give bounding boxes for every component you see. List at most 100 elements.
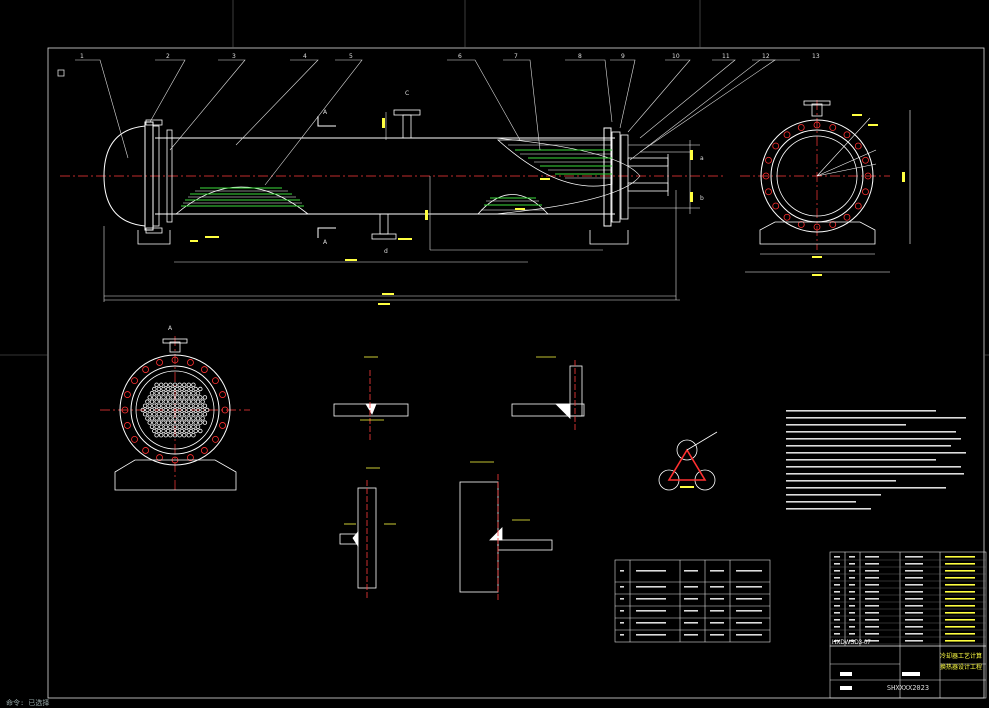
parts-row-text: [849, 598, 855, 600]
tube-hole: [191, 424, 196, 429]
callout-leaders: [75, 59, 800, 186]
nozzle-table-text: [620, 570, 762, 636]
tube-hole: [184, 386, 189, 392]
table-cell-text: [710, 586, 724, 588]
tube-hole: [156, 412, 162, 417]
parts-row-text: [865, 584, 879, 586]
table-cell-text: [636, 598, 666, 600]
tube-hole: [200, 399, 205, 404]
parts-row-text: [945, 633, 975, 635]
tube-hole: [170, 412, 175, 417]
tube-hole: [156, 420, 162, 425]
weld-detail-1[interactable]: [333, 356, 409, 440]
weld-detail-4[interactable]: [459, 461, 553, 600]
title-block[interactable]: [829, 645, 987, 699]
tube-hole: [163, 416, 168, 421]
parts-row-text: [849, 640, 855, 642]
parts-row-text: [945, 605, 975, 607]
tube-hole: [158, 433, 164, 438]
tube-hole: [154, 399, 159, 404]
parts-row-text: [834, 640, 840, 642]
parts-row-text: [905, 563, 923, 565]
tube-hole: [149, 399, 155, 404]
reference-square: [57, 69, 65, 77]
parts-row-text: [905, 584, 923, 586]
left-head: [103, 125, 146, 227]
nozzle-c: [402, 114, 412, 139]
tube-hole: [193, 403, 198, 408]
weld-detail-3[interactable]: [339, 467, 396, 600]
flange-bolt-hole: [854, 142, 862, 150]
section-label-bottom: A: [323, 239, 328, 246]
flange-bolt-hole: [219, 391, 226, 398]
tube-hole: [191, 391, 196, 396]
tube-hole: [188, 386, 194, 392]
parts-row-text: [849, 605, 855, 607]
tube-hole: [195, 416, 201, 421]
table-cell-text: [736, 586, 762, 588]
flange-bolt-hole: [200, 366, 208, 373]
parts-row-text: [945, 640, 975, 642]
table-cell-text: [620, 586, 624, 588]
tube-hole: [204, 407, 210, 413]
flange-bolt-hole: [829, 124, 837, 131]
tube-hole: [154, 424, 159, 429]
callout-2: 2: [166, 53, 170, 60]
table-cell-text: [620, 610, 624, 612]
parts-row-text: [834, 570, 840, 572]
callout-9: 9: [621, 53, 625, 60]
drawing-border: [47, 47, 985, 699]
flange-bolt-hole: [797, 221, 805, 228]
tube-lines-left-b: [183, 190, 302, 204]
tube-hole: [177, 407, 182, 413]
callout-11: 11: [722, 53, 730, 60]
parts-row-text: [849, 570, 855, 572]
flange-bolt-hole: [142, 366, 150, 373]
flange-bolt-hole: [221, 406, 229, 414]
tube-hole: [186, 407, 191, 413]
section-a-a-view[interactable]: A: [100, 325, 250, 491]
tube-hole: [198, 403, 203, 408]
cutaway-middle: [477, 194, 549, 215]
tube-hole: [149, 407, 155, 413]
callout-6: 6: [458, 53, 462, 60]
tube-hole: [152, 428, 157, 434]
saddle-supports: [137, 230, 629, 245]
tube-hole: [188, 403, 194, 408]
nozzle-table[interactable]: [614, 559, 771, 643]
note-line: [786, 431, 956, 433]
table-cell-text: [636, 634, 666, 636]
tube-hole: [165, 412, 171, 417]
note-line: [786, 501, 856, 503]
table-cell-text: [620, 598, 624, 600]
tube-hole: [161, 386, 166, 392]
tube-hole: [154, 382, 159, 387]
tube-hole: [186, 433, 191, 438]
parts-row-text: [849, 626, 855, 628]
parts-row-text: [834, 605, 840, 607]
nozzle-d: [379, 213, 389, 235]
tube-hole: [158, 424, 164, 429]
weld-detail-2[interactable]: [511, 356, 585, 430]
tube-hole: [175, 420, 180, 425]
tube-hole: [181, 391, 187, 396]
tube-hole: [186, 399, 191, 404]
parts-row-text: [865, 570, 879, 572]
tube-hole: [154, 407, 159, 413]
callout-13: 13: [812, 53, 820, 60]
main-elevation-view[interactable]: A A C a b d: [60, 90, 725, 305]
parts-row-text: [834, 619, 840, 621]
parts-row-text: [945, 626, 975, 628]
tube-hole: [181, 416, 187, 421]
tube-hole: [165, 420, 171, 425]
section-flange-bolts: [121, 356, 229, 464]
tube-pitch-detail[interactable]: [658, 431, 718, 491]
dimension-text-marks: [190, 118, 693, 305]
tube-hole: [158, 382, 164, 387]
tube-hole: [172, 433, 178, 438]
end-view-right[interactable]: [740, 100, 911, 276]
parts-row-text: [865, 612, 879, 614]
project-subtitle: 换热器设计工程: [940, 665, 983, 671]
table-cell-text: [684, 634, 698, 636]
